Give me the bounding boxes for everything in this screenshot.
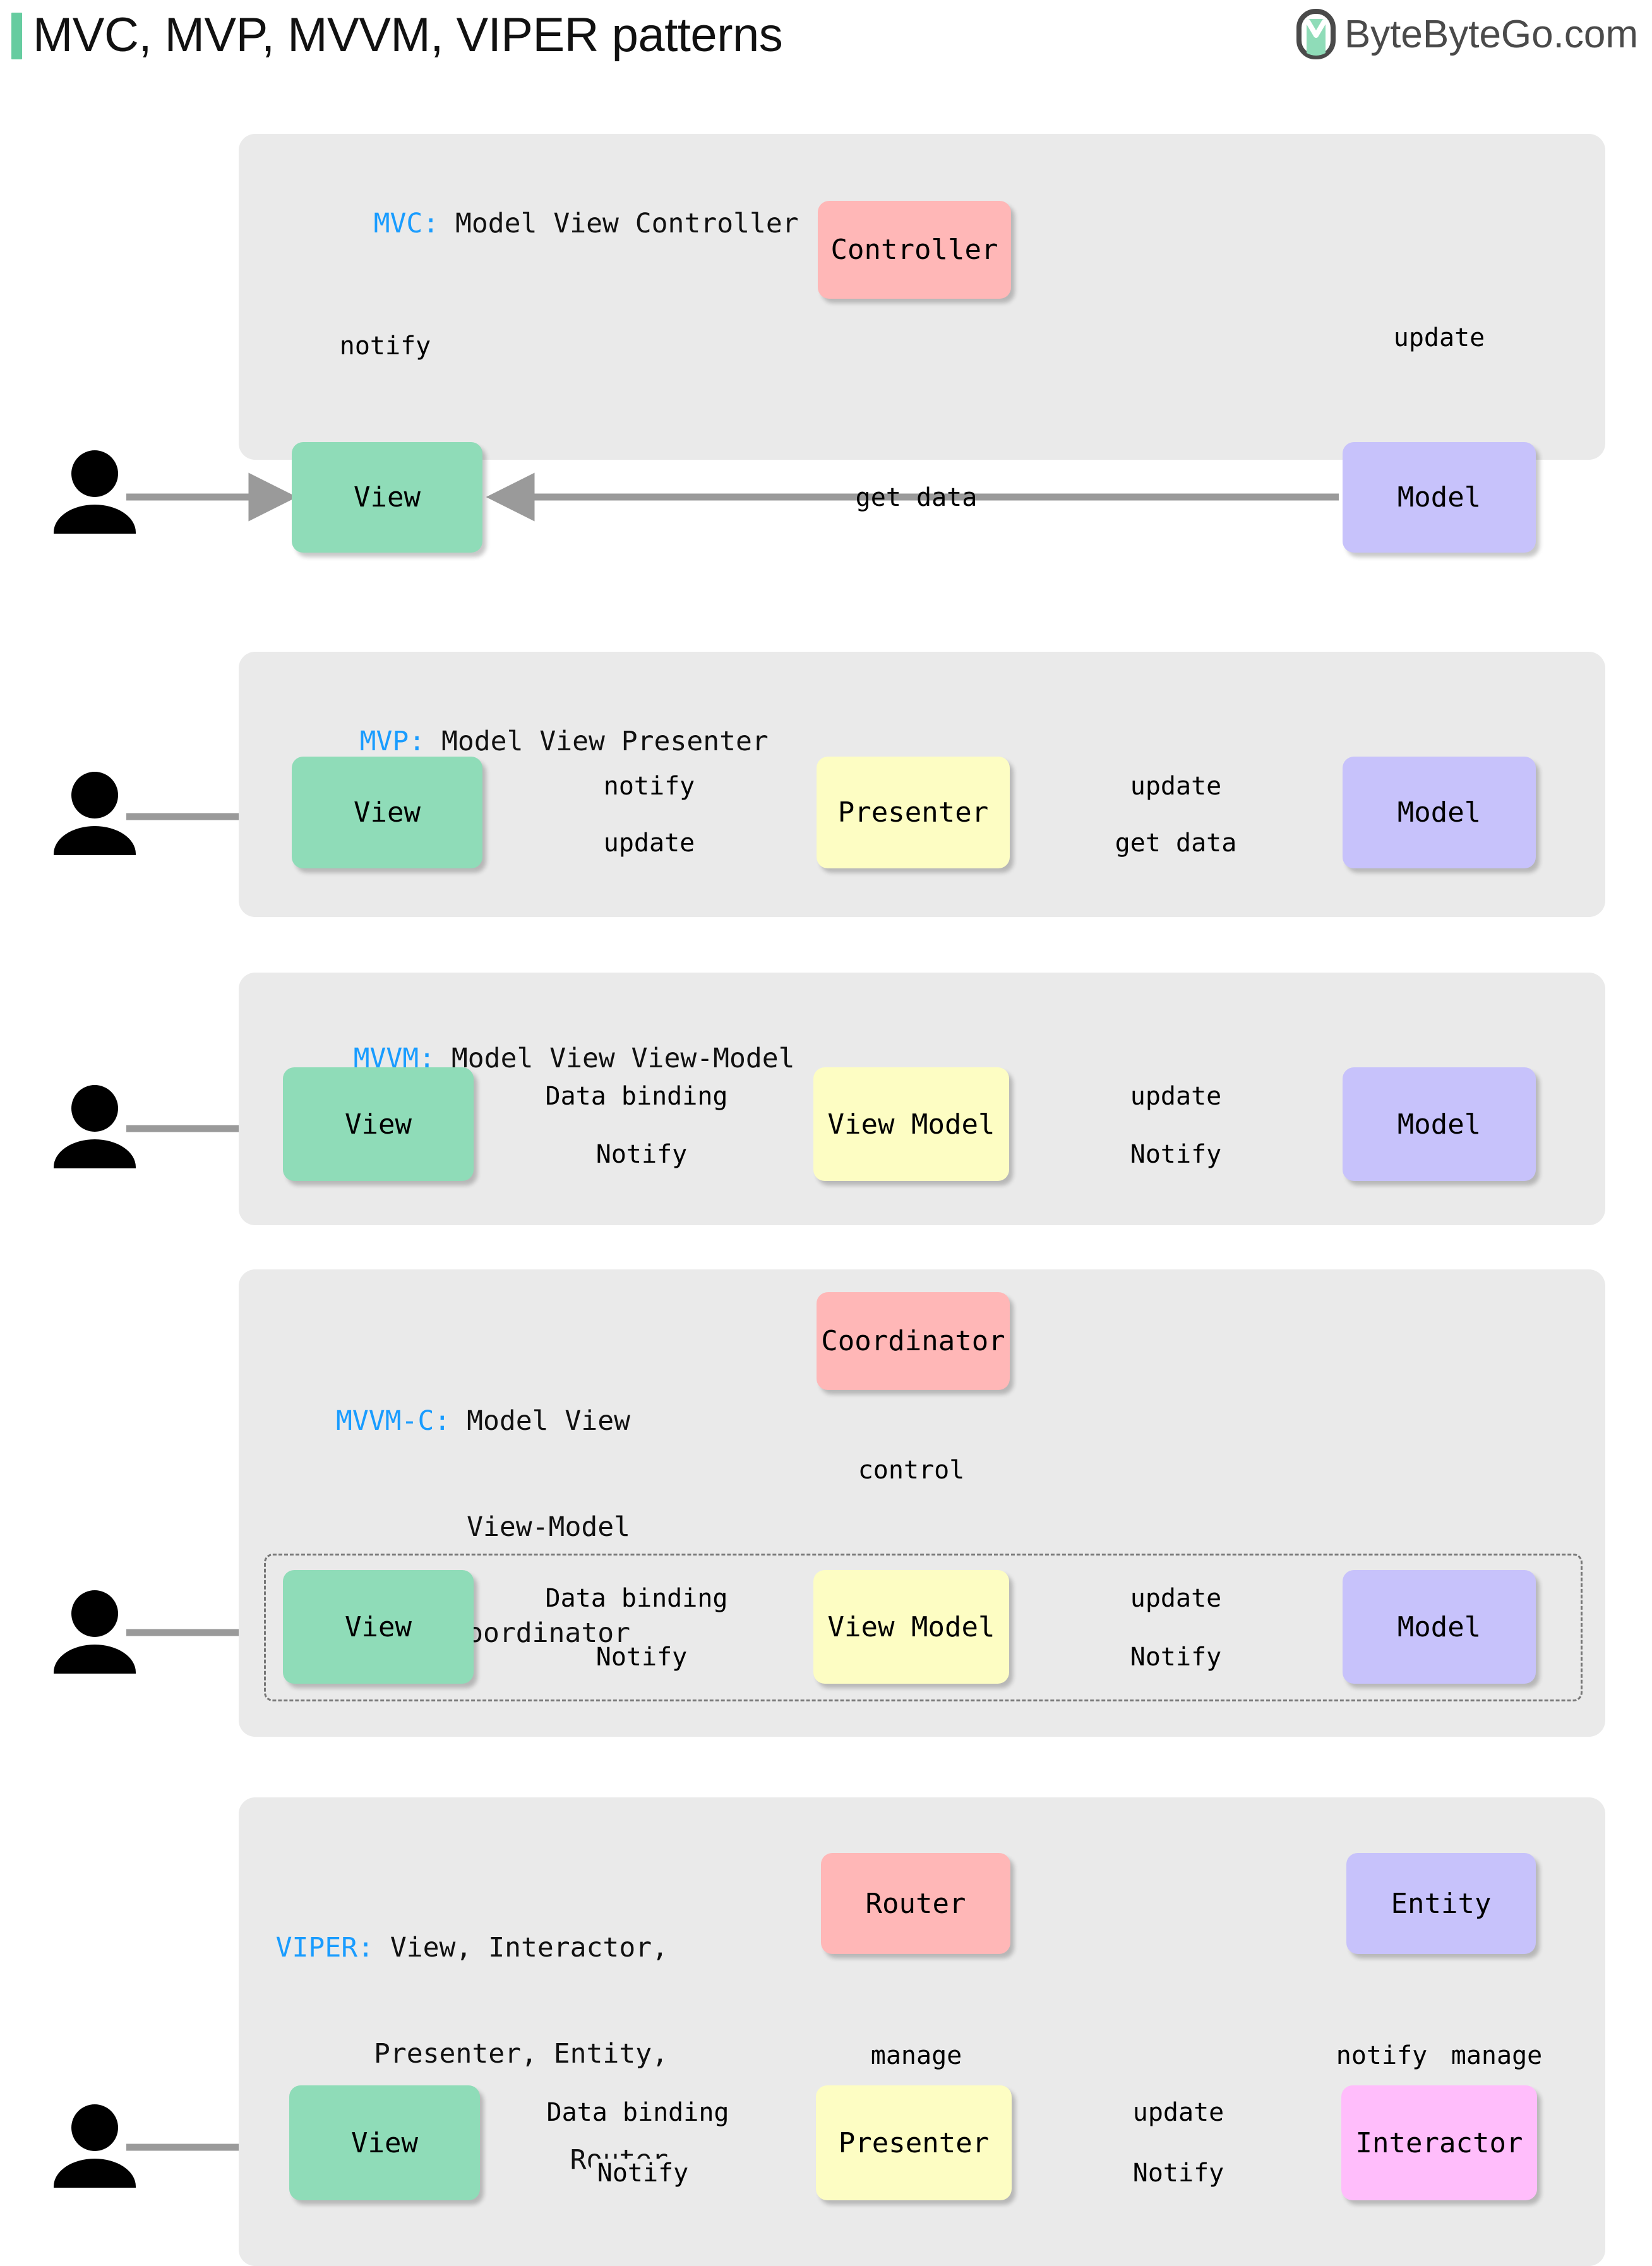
edge-label-mvvmc-data-binding: Data binding <box>539 1584 734 1613</box>
node-mvc-view[interactable]: View <box>292 442 482 553</box>
panel-mvp-title: MVP: Model View Presenter <box>294 688 769 794</box>
edge-label-mvvm-notify-model: Notify <box>1123 1140 1228 1169</box>
edge-label-viper-manage-router: manage <box>864 2041 969 2070</box>
user-icon <box>54 1590 136 1674</box>
bytebytego-logo-icon <box>1296 9 1336 59</box>
edge-label-mvvmc-update: update <box>1123 1584 1228 1613</box>
panel-mvvm-c-title: MVVM-C: Model View View-Model Coordinato… <box>264 1333 630 1722</box>
edge-label-viper-data-binding: Data binding <box>540 2098 736 2127</box>
node-mvp-view[interactable]: View <box>292 757 482 868</box>
user-icon <box>54 1085 136 1168</box>
user-icon <box>54 450 136 534</box>
edge-label-mvvmc-notify-vm: Notify <box>589 1643 694 1672</box>
user-body-icon <box>54 826 136 855</box>
edge-label-viper-notify-entity: notify <box>1329 2041 1434 2070</box>
edge-label-mvvm-data-binding: Data binding <box>539 1082 734 1111</box>
node-viper-entity[interactable]: Entity <box>1346 1853 1536 1954</box>
user-icon <box>54 772 136 855</box>
brand-text: ByteByteGo.com <box>1344 12 1638 56</box>
node-mvvm-view-model[interactable]: View Model <box>813 1067 1009 1181</box>
edge-label-mvp-notify: notify <box>597 772 702 801</box>
edge-label-viper-notify-inter: Notify <box>1126 2159 1231 2188</box>
node-mvc-controller[interactable]: Controller <box>818 201 1011 299</box>
edge-label-viper-update: update <box>1126 2098 1231 2127</box>
edge-label-mvvmc-notify-model: Notify <box>1123 1643 1228 1672</box>
edge-label-mvc-get-data: get data <box>855 483 978 512</box>
node-viper-view[interactable]: View <box>289 2085 480 2200</box>
panel-mvp-title-key: MVP: <box>359 726 426 757</box>
mvvm-c-module-group <box>264 1554 1583 1701</box>
node-mvvm-view[interactable]: View <box>283 1067 474 1181</box>
node-viper-router[interactable]: Router <box>821 1853 1010 1954</box>
panel-viper-title: VIPER: View, Interactor, Presenter, Enti… <box>264 1859 668 2248</box>
user-icon <box>54 2104 136 2188</box>
brand: ByteByteGo.com <box>1296 9 1638 59</box>
edge-label-mvvm-notify-vm: Notify <box>589 1140 694 1169</box>
edge-label-mvvm-update: update <box>1123 1082 1228 1111</box>
node-mvvmc-view[interactable]: View <box>283 1570 474 1684</box>
panel-mvvm-c-title-rest: Model View <box>450 1405 630 1437</box>
node-viper-interactor[interactable]: Interactor <box>1341 2085 1537 2200</box>
panel-mvvm-c-title-line-2: View-Model <box>467 1511 630 1543</box>
panel-mvvm-title-rest: Model View View-Model <box>435 1043 795 1074</box>
user-body-icon <box>54 1645 136 1674</box>
panel-viper-title-key: VIPER: <box>275 1932 374 1963</box>
panel-mvvm-c-title-key: MVVM-C: <box>336 1405 451 1437</box>
accent-bar <box>11 13 22 59</box>
edge-label-mvc-update: update <box>1393 323 1485 352</box>
user-head-icon <box>71 450 118 497</box>
user-head-icon <box>71 1590 118 1637</box>
panel-mvvm-c-title-line-1: MVVM-C: Model View <box>264 1403 630 1439</box>
edge-label-viper-notify-pres: Notify <box>590 2159 695 2188</box>
node-mvc-model[interactable]: Model <box>1343 442 1536 553</box>
user-body-icon <box>54 505 136 534</box>
user-body-icon <box>54 2159 136 2188</box>
node-mvvmc-coordinator[interactable]: Coordinator <box>817 1292 1010 1390</box>
user-head-icon <box>71 1085 118 1132</box>
node-mvp-model[interactable]: Model <box>1343 757 1536 868</box>
page-header: MVC, MVP, MVVM, VIPER patterns ByteByteG… <box>0 0 1652 88</box>
user-head-icon <box>71 772 118 818</box>
panel-viper-title-line-2: Presenter, Entity, <box>374 2038 668 2070</box>
edge-label-mvp-update: update <box>1123 772 1228 801</box>
user-head-icon <box>71 2104 118 2151</box>
node-mvp-presenter[interactable]: Presenter <box>817 757 1010 868</box>
panel-viper-title-line-1: VIPER: View, Interactor, <box>264 1930 668 1965</box>
edge-label-mvp-get-data: get data <box>1108 829 1243 858</box>
panel-mvc-title-key: MVC: <box>373 208 440 239</box>
page-title: MVC, MVP, MVVM, VIPER patterns <box>33 8 783 62</box>
panel-mvc: MVC: Model View Controller <box>239 134 1605 460</box>
panel-viper-title-rest: View, Interactor, <box>374 1932 668 1963</box>
node-mvvm-model[interactable]: Model <box>1343 1067 1536 1181</box>
user-body-icon <box>54 1139 136 1168</box>
panel-mvp-title-rest: Model View Presenter <box>425 726 769 757</box>
panel-mvc-title: MVC: Model View Controller <box>308 171 799 277</box>
edge-label-mvc-notify: notify <box>339 332 431 361</box>
node-mvvmc-model[interactable]: Model <box>1343 1570 1536 1684</box>
panel-mvc-title-rest: Model View Controller <box>439 208 799 239</box>
edge-label-mvvmc-control: control <box>851 1456 971 1485</box>
edge-label-mvp-update-2: update <box>597 829 702 858</box>
node-viper-presenter[interactable]: Presenter <box>816 2085 1012 2200</box>
node-mvvmc-view-model[interactable]: View Model <box>813 1570 1009 1684</box>
edge-label-viper-manage-entity: manage <box>1444 2041 1549 2070</box>
